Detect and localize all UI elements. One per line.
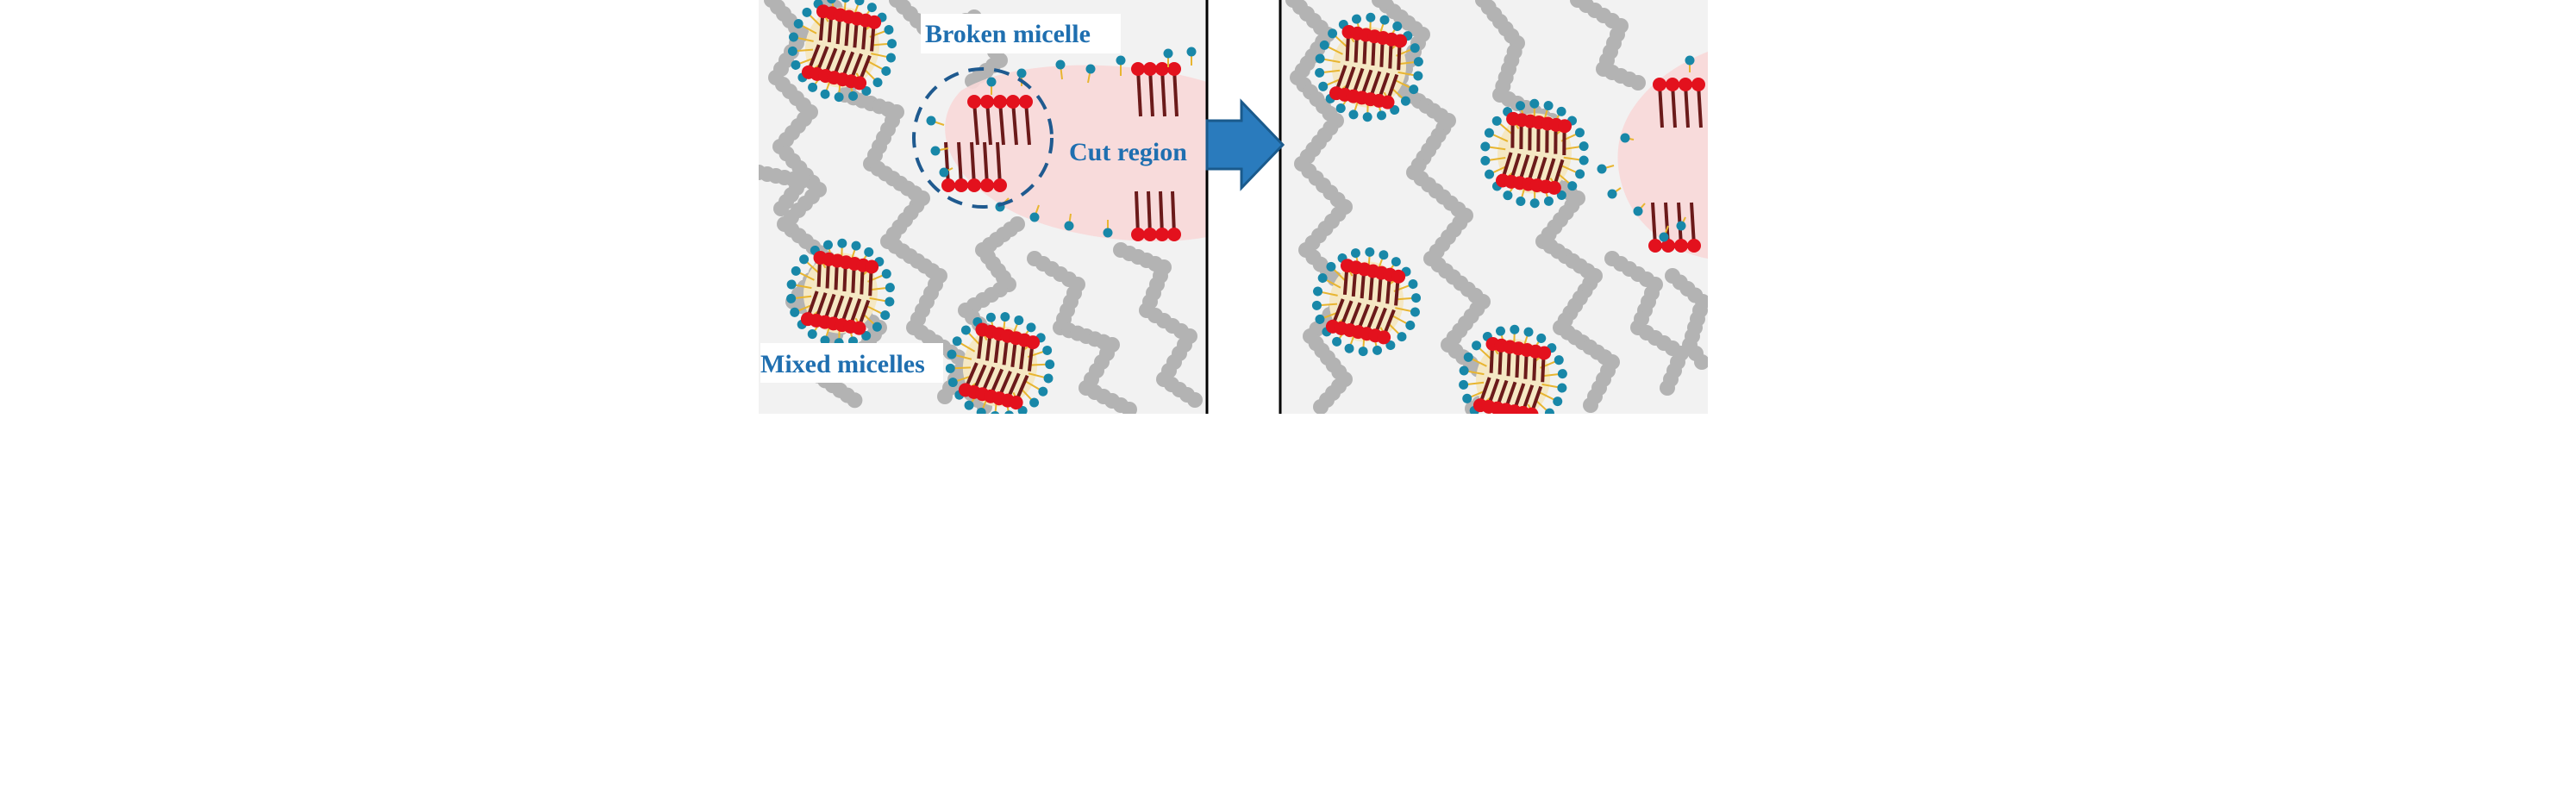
broken-micelle-dashed-circle [912,67,1054,209]
cut-edge-fragments-right [1597,55,1705,253]
mixed-micelles-label: Mixed micelles [760,350,925,378]
broken-micelle-label: Broken micelle [925,20,1091,48]
micelles-left [786,0,1055,414]
cut-region-label: Cut region [1069,138,1187,166]
micelles-right [1311,12,1589,414]
broken-micelle-fragments [926,47,1197,241]
broken-micelle-label-bg [921,14,1121,53]
right-panel [1280,0,1708,414]
right-arrow-icon [1205,98,1285,191]
polymer-chains-right [1285,0,1708,414]
mixed-micelles-label-bg [760,343,943,383]
